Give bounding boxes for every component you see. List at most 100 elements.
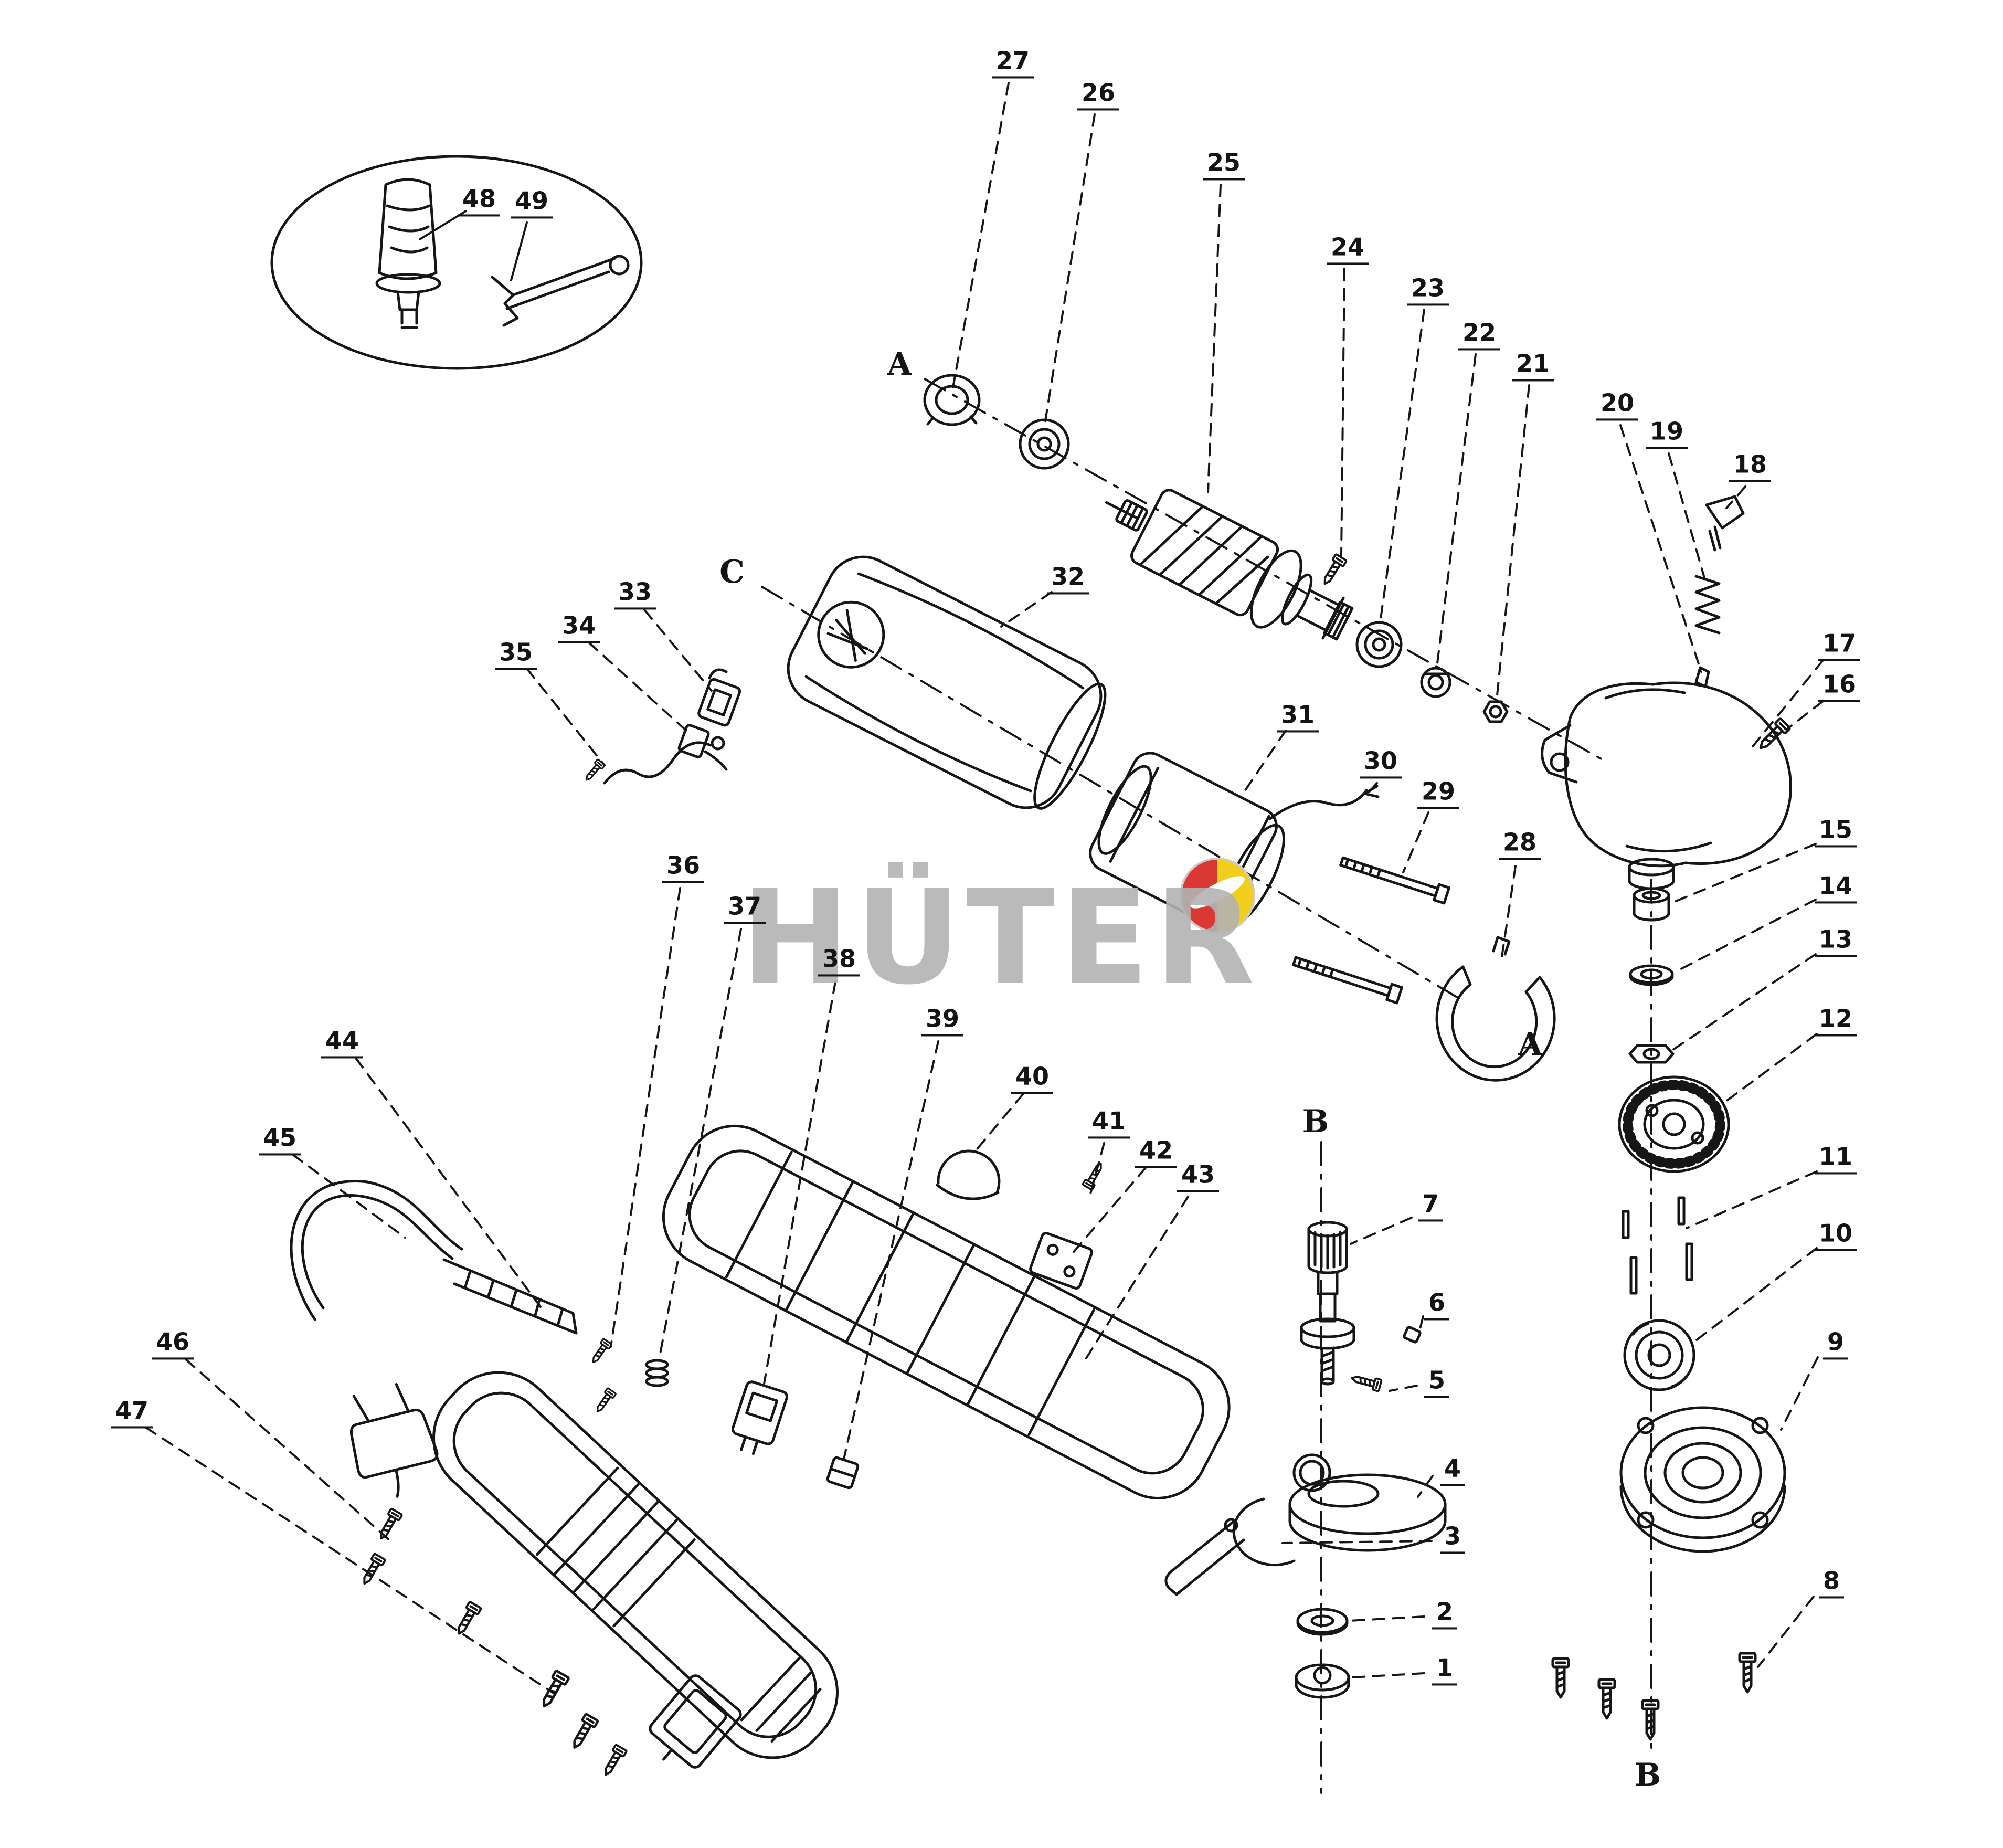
- part-label-1: 1: [1432, 1653, 1458, 1686]
- part-label-14: 14: [1814, 871, 1857, 904]
- section-marker-c: C: [719, 554, 745, 590]
- part-label-26: 26: [1077, 78, 1120, 111]
- battery-door-drawing: [649, 1674, 742, 1769]
- screw-5-drawing: [1349, 1371, 1383, 1392]
- screw-24-drawing: [1319, 554, 1347, 587]
- part-label-28: 28: [1498, 828, 1541, 860]
- lock-spring-drawing: [1694, 575, 1721, 635]
- part-39-drawing: [826, 1456, 860, 1490]
- brand-watermark: HÜTER: [741, 862, 1260, 1013]
- part-label-27: 27: [991, 46, 1034, 79]
- part-label-13: 13: [1814, 925, 1857, 957]
- armature-drawing: [1105, 489, 1354, 641]
- part-label-31: 31: [1276, 700, 1319, 733]
- part-label-21: 21: [1511, 349, 1554, 382]
- motor-housing-drawing: [787, 555, 1107, 810]
- power-plug-drawing: [349, 1382, 439, 1498]
- brush-wire-drawing: [704, 750, 728, 771]
- part-label-40: 40: [1011, 1062, 1054, 1094]
- part-label-33: 33: [613, 577, 656, 610]
- gear-head-drawing: [1541, 681, 1792, 890]
- housing-bolts-drawing: [1292, 856, 1450, 1005]
- plate-42-drawing: [1029, 1232, 1093, 1290]
- stator-lead-wire-drawing: [1268, 785, 1380, 820]
- part-label-45: 45: [258, 1123, 301, 1156]
- part-label-3: 3: [1439, 1522, 1466, 1554]
- brush-spring-drawing: [708, 668, 728, 680]
- wheel-guard-drawing: [1288, 1453, 1447, 1552]
- dome-cover-40-drawing: [936, 1149, 1001, 1200]
- part-label-42: 42: [1135, 1136, 1178, 1168]
- part-label-25: 25: [1202, 148, 1245, 181]
- part-label-4: 4: [1439, 1454, 1466, 1486]
- part-label-29: 29: [1417, 777, 1460, 809]
- part-label-10: 10: [1814, 1219, 1857, 1251]
- part-label-11: 11: [1814, 1142, 1857, 1175]
- part-label-48: 48: [458, 184, 501, 217]
- part-label-49: 49: [510, 186, 553, 219]
- part-label-24: 24: [1326, 233, 1369, 265]
- part-label-38: 38: [818, 944, 861, 977]
- switch-38-drawing: [731, 1380, 789, 1455]
- part-label-20: 20: [1596, 388, 1639, 421]
- part-label-7: 7: [1417, 1189, 1444, 1222]
- part-label-30: 30: [1359, 746, 1402, 779]
- part-label-18: 18: [1729, 450, 1772, 482]
- part-label-9: 9: [1822, 1327, 1849, 1360]
- line-art: [145, 82, 1824, 1794]
- part-label-43: 43: [1177, 1160, 1220, 1192]
- part-label-39: 39: [921, 1004, 964, 1037]
- gearbox-housing-drawing: [662, 1124, 1231, 1499]
- bevel-gear-drawing: [1618, 1075, 1730, 1173]
- air-baffle-drawing: [1435, 936, 1556, 1082]
- spindle-drawing: [1300, 1221, 1355, 1386]
- carbon-brush-drawing: [677, 724, 710, 758]
- screws-36-drawing: [588, 1337, 617, 1416]
- part-label-17: 17: [1818, 629, 1861, 661]
- section-marker-a-mid: A: [1518, 1026, 1543, 1063]
- part-label-35: 35: [494, 638, 537, 670]
- part-label-8: 8: [1818, 1566, 1845, 1599]
- part-label-36: 36: [662, 851, 705, 883]
- guard-clamp-drawing: [1164, 1497, 1296, 1596]
- brush-holder-drawing: [697, 678, 741, 727]
- lead-wire-35-drawing: [582, 736, 725, 785]
- pins-11-drawing: [1622, 1196, 1693, 1295]
- felt-ring-drawing: [923, 374, 981, 426]
- part-label-34: 34: [557, 611, 600, 643]
- part-label-2: 2: [1432, 1597, 1458, 1630]
- grommet-37-drawing: [645, 1359, 669, 1387]
- handle-housing-drawing: [432, 1371, 839, 1759]
- part-label-44: 44: [321, 1026, 364, 1059]
- section-marker-b-bottom: B: [1634, 1757, 1661, 1793]
- bearing-flange-drawing: [1619, 1406, 1786, 1553]
- part-label-41: 41: [1087, 1106, 1130, 1139]
- housing-screws-drawing: [359, 1508, 627, 1778]
- key-6-drawing: [1403, 1326, 1422, 1344]
- screw-41-drawing: [1082, 1160, 1107, 1191]
- screw-16-drawing: [1755, 718, 1790, 753]
- part-label-32: 32: [1046, 562, 1089, 595]
- part-label-46: 46: [151, 1327, 194, 1360]
- bearing-10-drawing: [1623, 1319, 1695, 1391]
- bearing-23-drawing: [1355, 621, 1403, 668]
- part-label-37: 37: [723, 892, 766, 924]
- part-label-12: 12: [1814, 1004, 1857, 1037]
- section-marker-b-top: B: [1302, 1103, 1329, 1140]
- part-label-22: 22: [1458, 318, 1501, 351]
- toolkit-drawing: [270, 155, 643, 370]
- leader-lines: [145, 82, 1824, 1695]
- lock-knob-drawing: [1705, 495, 1745, 552]
- bearing-26-drawing: [1019, 418, 1070, 470]
- part-label-5: 5: [1424, 1366, 1450, 1398]
- part-label-16: 16: [1818, 670, 1861, 702]
- section-marker-a-top: A: [887, 346, 912, 383]
- assembly-axes: [761, 378, 1652, 1794]
- brand-logo-icon: [1180, 858, 1255, 933]
- part-label-23: 23: [1406, 273, 1449, 306]
- screws-8-drawing: [1553, 1653, 1755, 1739]
- part-label-6: 6: [1424, 1288, 1450, 1321]
- part-label-47: 47: [110, 1396, 153, 1429]
- washer-22-drawing: [1420, 667, 1451, 698]
